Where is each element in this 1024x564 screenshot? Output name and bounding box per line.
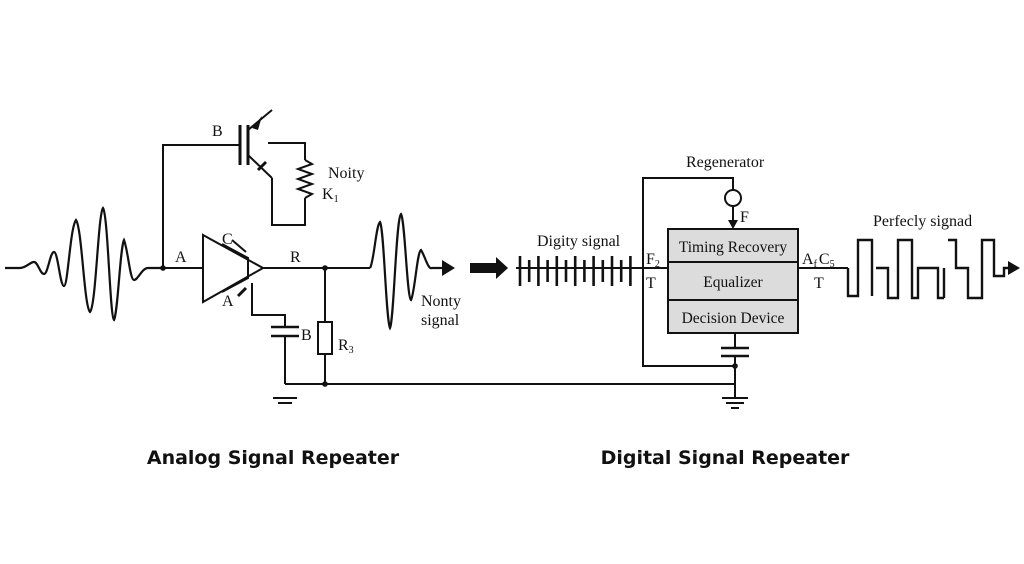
label-b-capacitor: B — [301, 327, 312, 344]
digital-input-pulses — [518, 256, 632, 286]
label-a-input: A — [175, 249, 187, 266]
label-perfecly: Perfecly signad — [873, 213, 972, 230]
amplifier-mark-a — [236, 286, 248, 298]
amplifier-inner — [221, 243, 249, 293]
noise-resistor — [295, 159, 315, 199]
label-a-lower: A — [222, 293, 234, 310]
resistor-r3 — [317, 321, 333, 355]
digital-input-arrow-icon — [470, 257, 508, 279]
label-b-top: B — [212, 123, 223, 140]
label-nonty-line1: Nonty — [421, 293, 461, 310]
digital-repeater — [470, 177, 1020, 409]
block-decision-device: Decision Device — [682, 310, 785, 327]
label-r3: R3 — [338, 337, 354, 356]
label-regenerator: Regenerator — [686, 154, 765, 171]
analog-output-waveform — [368, 212, 442, 331]
label-k: K1 — [322, 186, 339, 205]
noise-loop-wire — [271, 178, 306, 226]
block-equalizer: Equalizer — [703, 274, 763, 291]
regenerator-down-arrow-icon — [728, 220, 738, 229]
regenerator-loop-top — [642, 177, 734, 268]
label-f: F — [740, 209, 749, 226]
digital-output-waveform — [846, 238, 1010, 300]
noise-loop-wire-top — [268, 142, 306, 160]
analog-input-waveform — [5, 206, 163, 322]
label-t-left: T — [646, 275, 656, 292]
analog-output-arrow-icon — [442, 260, 455, 276]
regenerator-node — [724, 189, 742, 207]
caption-analog: Analog Signal Repeater — [147, 447, 400, 469]
amplifier-mark-c — [231, 239, 247, 253]
regenerator-box — [667, 228, 799, 334]
regenerator-loop-bottom — [642, 268, 735, 367]
capacitor-wire — [251, 283, 286, 327]
label-r: R — [290, 249, 301, 266]
analog-repeater — [5, 109, 735, 404]
digital-output-arrow-icon — [1008, 261, 1020, 275]
caption-digital: Digital Signal Repeater — [601, 447, 850, 469]
label-nonty-line2: signal — [421, 312, 460, 329]
label-t-right: T — [814, 275, 824, 292]
label-digity: Digity signal — [537, 233, 621, 250]
feedback-wire — [162, 144, 240, 268]
analog-labels: B A C R A B Noity K1 R3 Nonty signal — [175, 123, 461, 356]
block-timing-recovery: Timing Recovery — [679, 239, 788, 256]
label-noity: Noity — [328, 165, 364, 182]
transistor-emitter-mark — [256, 160, 268, 172]
amplifier-body — [202, 233, 266, 304]
label-c: C — [222, 231, 233, 248]
label-f2: F2 — [646, 251, 660, 270]
transistor-arrow-icon — [252, 116, 262, 130]
